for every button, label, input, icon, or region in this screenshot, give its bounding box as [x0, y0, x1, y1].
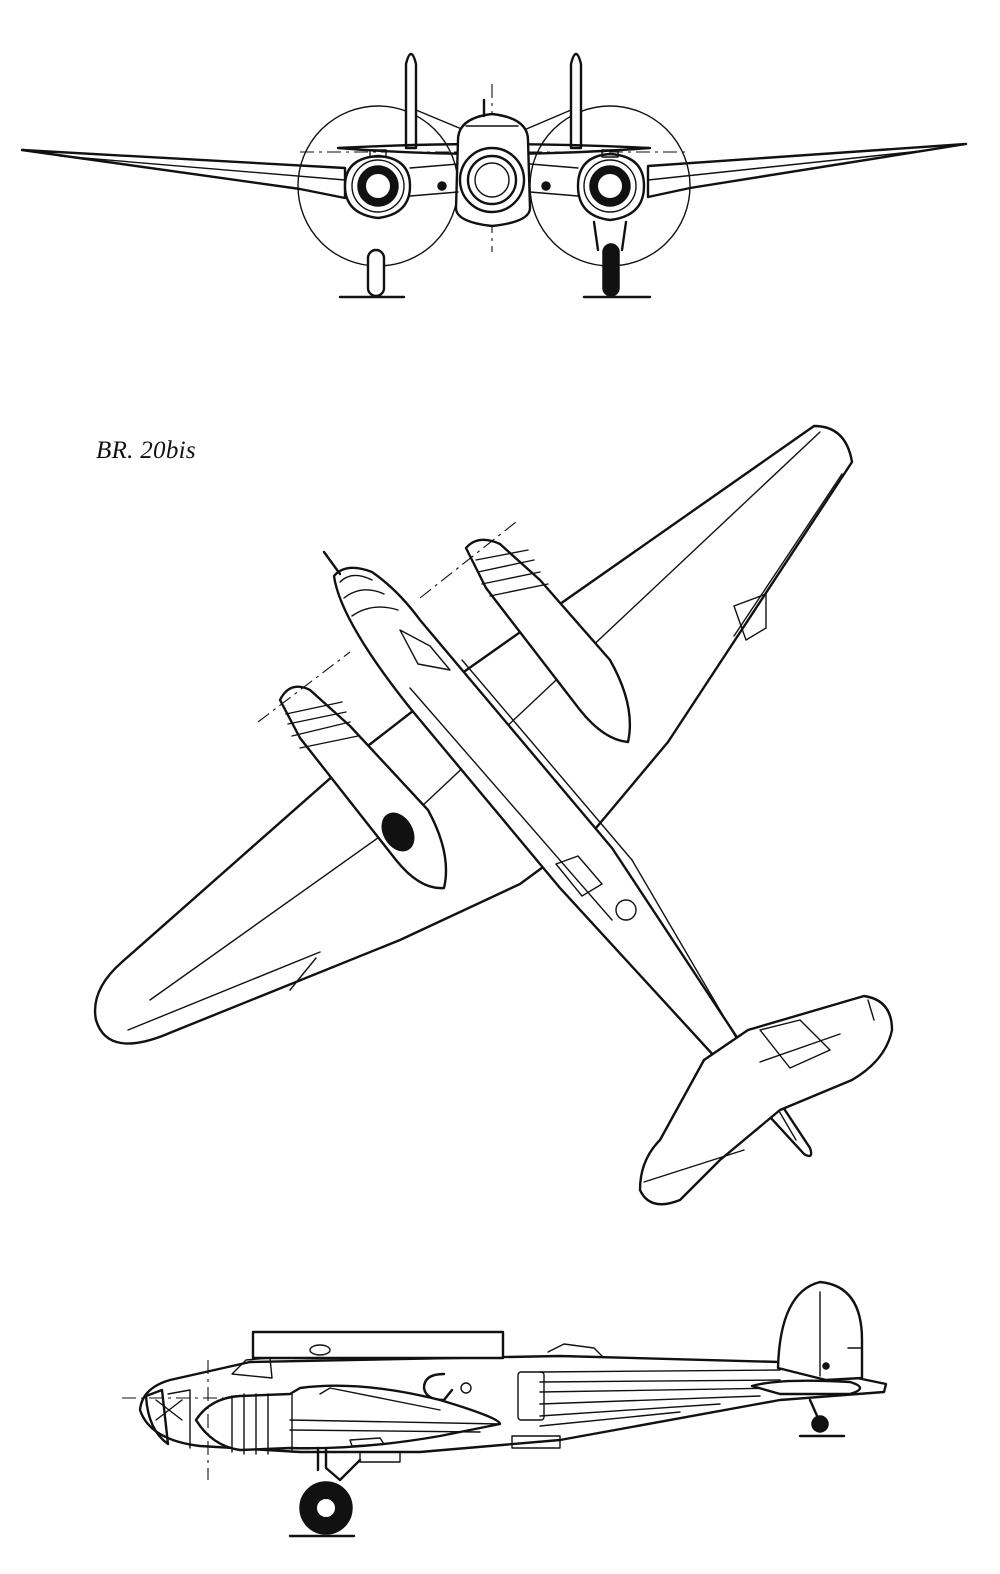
left-wing: [20, 148, 347, 200]
left-engine-front: [343, 149, 412, 220]
fuselage-front: [454, 112, 532, 228]
aircraft-designation-label: BR. 20bis: [96, 437, 196, 464]
right-main-wheel: [602, 243, 620, 297]
plan-tailplane: [638, 994, 894, 1206]
plan-fuselage: [332, 566, 813, 1158]
front-view: [20, 52, 968, 299]
right-wing: [646, 142, 968, 199]
tail-wheel: [811, 1415, 829, 1433]
plan-right-nacelle: [419, 521, 632, 744]
right-engine-front: [576, 149, 646, 222]
right-fin: [569, 52, 583, 150]
left-main-wheel: [366, 248, 386, 298]
plan-left-nacelle: [257, 651, 448, 890]
left-fin: [404, 52, 418, 150]
plan-view: [93, 424, 894, 1206]
side-view: [122, 1280, 888, 1538]
side-engine-nacelle: [194, 1384, 502, 1452]
dorsal-canopy: [251, 1330, 505, 1360]
